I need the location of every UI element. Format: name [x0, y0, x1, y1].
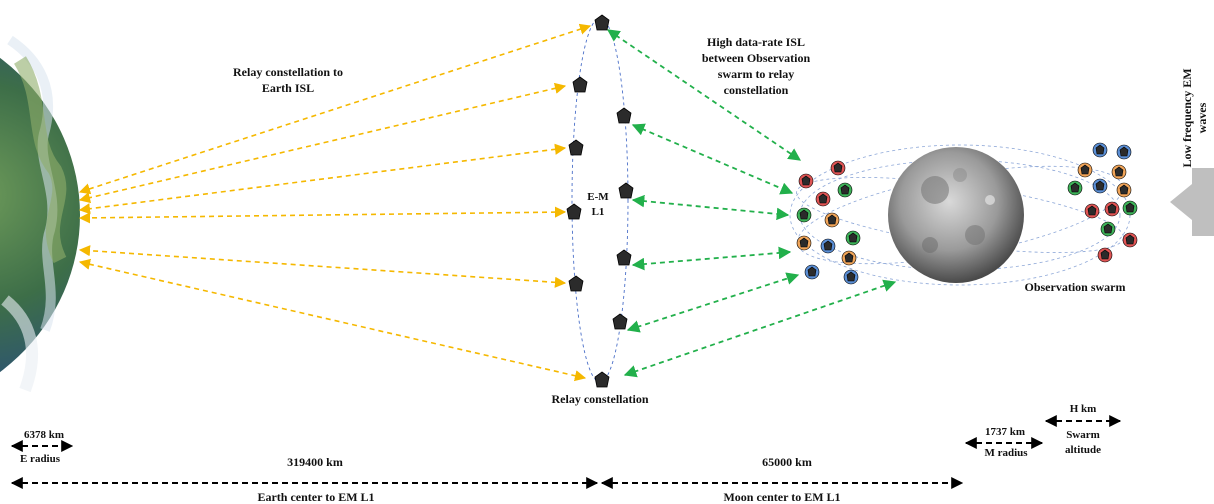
swarm-satellite: [796, 207, 812, 223]
swarm-satellite: [1122, 232, 1138, 248]
relay-satellite: [618, 182, 634, 199]
swarm-satellite: [798, 173, 814, 189]
low-frequency-label: Low frequency EM waves: [1180, 68, 1209, 167]
swarm-altitude-label-line1: Swarm: [1066, 429, 1100, 441]
isl-label-line3: swarm to relay: [718, 67, 794, 81]
swarm-satellite: [1097, 247, 1113, 263]
swarm-satellite: [815, 191, 831, 207]
swarm-satellite: [796, 235, 812, 251]
swarm-satellite: [1122, 200, 1138, 216]
em-l1-label-line1: E-M: [587, 191, 609, 203]
relay-satellite: [616, 249, 632, 266]
em-l1-label-line2: L1: [592, 206, 605, 218]
low-frequency-label-line1: Low frequency EM: [1180, 68, 1194, 167]
moon: [888, 147, 1024, 283]
swarm-satellite: [1100, 221, 1116, 237]
swarm-satellite: [1092, 178, 1108, 194]
swarm-satellite: [1104, 201, 1120, 217]
observation-swarm-right: [1067, 142, 1138, 263]
swarm-satellite: [1111, 164, 1127, 180]
isl-label-line1: High data-rate ISL: [707, 35, 805, 49]
isl-label-line4: constellation: [724, 83, 789, 97]
relay-satellite: [612, 313, 628, 330]
earth-radius-value: 6378 km: [24, 429, 64, 441]
swarm-satellite: [830, 160, 846, 176]
moon-to-l1-label: Moon center to EM L1: [723, 490, 840, 504]
swarm-satellite: [1067, 180, 1083, 196]
swarm-satellite: [843, 269, 859, 285]
relay-to-earth-links: [78, 23, 592, 382]
moon-to-l1-value: 65000 km: [762, 455, 812, 469]
relay-satellite: [568, 139, 584, 156]
earth-to-l1-value: 319400 km: [287, 455, 343, 469]
swarm-satellite: [824, 212, 840, 228]
relay-constellation-label: Relay constellation: [552, 392, 649, 406]
relay-satellite: [616, 107, 632, 124]
swarm-satellite: [837, 182, 853, 198]
moon-radius-label: M radius: [984, 447, 1028, 459]
swarm-altitude-value: H km: [1070, 403, 1097, 415]
earth-to-l1-label: Earth center to EM L1: [257, 490, 374, 504]
relay-to-earth-label-line1: Relay constellation to: [233, 65, 343, 79]
swarm-satellite: [841, 250, 857, 266]
swarm-satellite: [1116, 182, 1132, 198]
observation-swarm-label: Observation swarm: [1025, 280, 1126, 294]
relay-satellite: [572, 76, 588, 93]
isl-links: [606, 29, 897, 378]
isl-label-line2: between Observation: [702, 51, 811, 65]
swarm-altitude-label-line2: altitude: [1065, 444, 1101, 456]
relay-to-earth-label-line2: Earth ISL: [262, 81, 314, 95]
relay-satellites: [566, 14, 634, 388]
swarm-satellite: [1084, 203, 1100, 219]
swarm-satellite: [1116, 144, 1132, 160]
dimension-arrows: [10, 415, 1122, 489]
swarm-satellite: [804, 264, 820, 280]
swarm-satellite: [1092, 142, 1108, 158]
relay-satellite: [594, 14, 610, 31]
relay-satellite: [568, 275, 584, 292]
swarm-satellite: [1077, 162, 1093, 178]
earth: [0, 35, 80, 393]
em-wave-arrow: [1170, 168, 1214, 236]
observation-swarm-left: [796, 160, 861, 285]
swarm-satellite: [845, 230, 861, 246]
relay-satellite: [594, 371, 610, 388]
earth-radius-label: E radius: [20, 453, 61, 465]
moon-radius-value: 1737 km: [985, 426, 1025, 438]
low-frequency-label-line2: waves: [1195, 102, 1209, 133]
relay-satellite: [566, 203, 582, 220]
swarm-satellite: [820, 238, 836, 254]
